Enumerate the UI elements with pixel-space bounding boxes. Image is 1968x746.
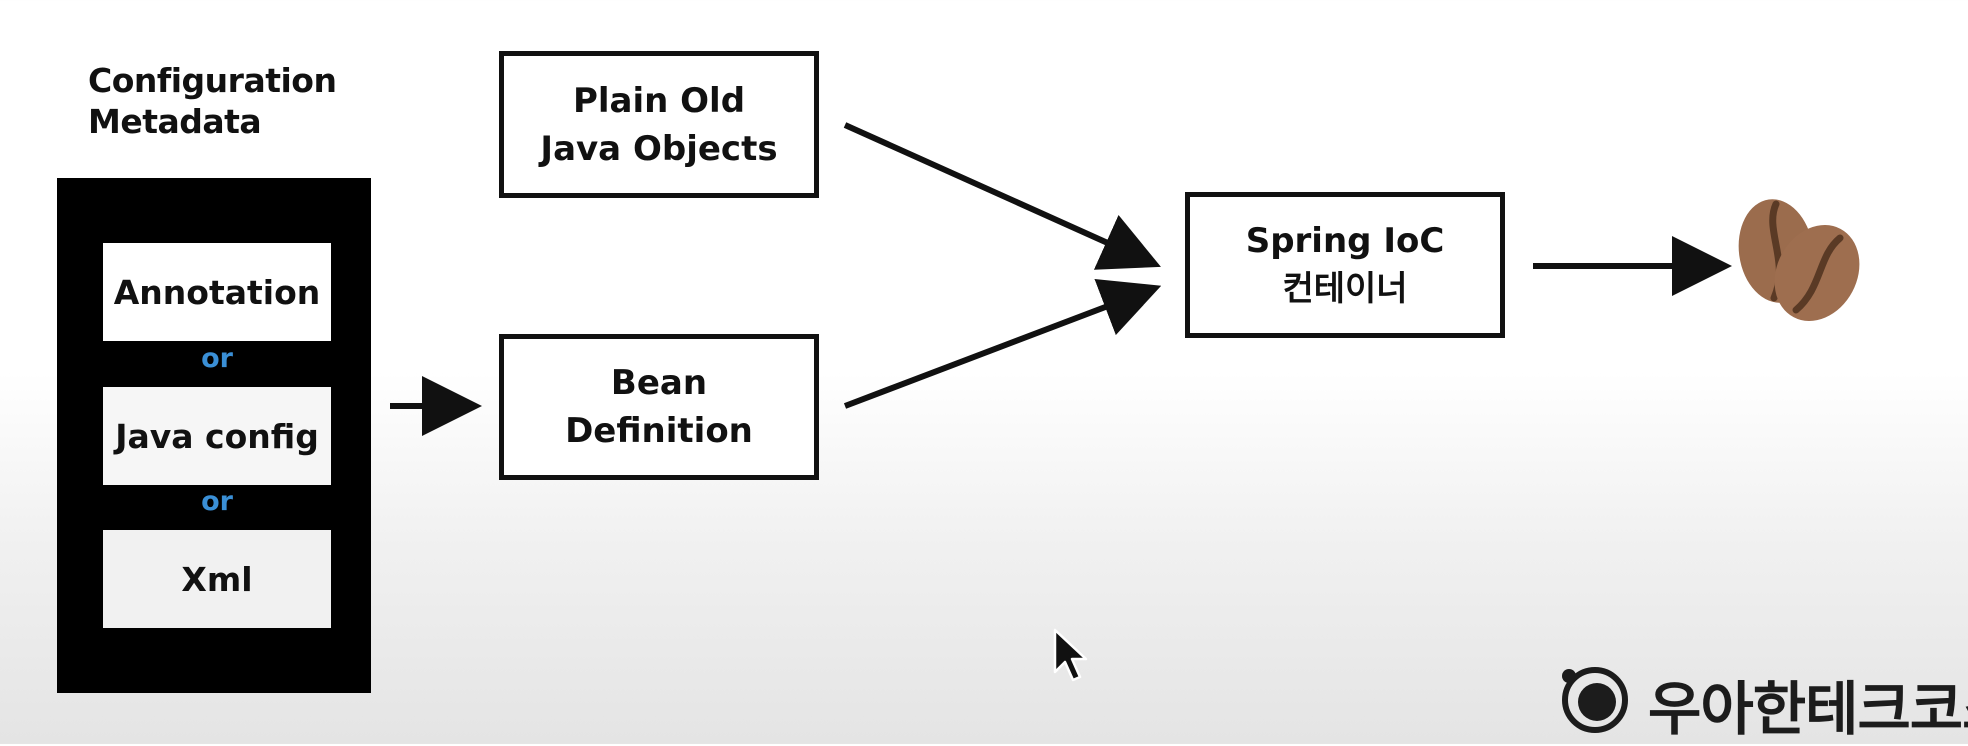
option-java-config: Java config (103, 387, 331, 485)
config-title-line1: Configuration (88, 61, 337, 100)
config-title-line2: Metadata (88, 102, 262, 141)
arrow-bean-to-ioc (843, 279, 1162, 409)
pojo-line2: Java Objects (540, 128, 778, 169)
pojo-box: Plain Old Java Objects (499, 51, 819, 198)
option-xml: Xml (103, 530, 331, 628)
mouse-cursor-icon (1053, 628, 1088, 682)
config-metadata-title: Configuration Metadata (88, 60, 337, 142)
watermark-logo: 우아한테크코스 (1555, 656, 1968, 744)
bean-line2: Definition (565, 411, 753, 451)
bean-line1: Bean (610, 363, 708, 403)
spring-ioc-container-box: Spring IoC 컨테이너 (1185, 192, 1505, 338)
option-annotation: Annotation (103, 243, 331, 341)
or-separator: or (201, 486, 233, 517)
watermark-orbit-icon (1562, 667, 1628, 733)
bean-definition-box: Bean Definition (499, 334, 819, 480)
ioc-line2: 컨테이너 (1282, 269, 1408, 309)
coffee-beans-icon (1738, 199, 1860, 321)
or-separator: or (201, 343, 233, 374)
ioc-line1: Spring IoC (1245, 221, 1445, 261)
arrow-pojo-to-ioc (843, 122, 1161, 270)
pojo-line1: Plain Old (572, 80, 746, 121)
watermark-text: 우아한테크코스 (1648, 675, 1968, 743)
